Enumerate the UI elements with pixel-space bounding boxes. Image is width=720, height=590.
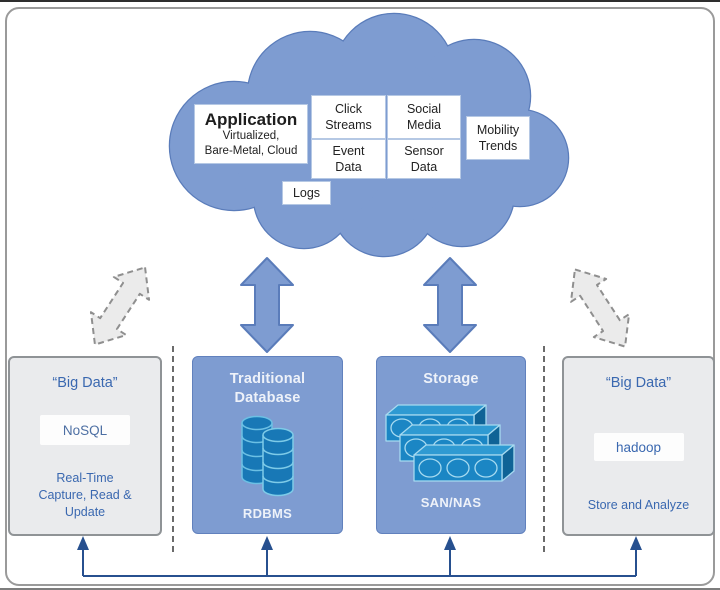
bottom-connector-arrows (77, 536, 642, 577)
updown-arrow-database-icon (240, 257, 294, 353)
top-edge-line (0, 0, 720, 2)
source-click-streams: Click Streams (311, 95, 386, 139)
storage-box: Storage (376, 356, 526, 534)
storage-array-icon (385, 403, 517, 485)
application-subtitle: Virtualized, Bare-Metal, Cloud (204, 130, 298, 157)
application-title: Application (204, 109, 298, 129)
separator-left (172, 346, 174, 552)
bigdata-hadoop-title: “Big Data” (605, 375, 672, 391)
bigdata-hadoop-caption: Store and Analyze (587, 498, 690, 512)
bigdata-nosql-caption: Real-Time Capture, Read & Update (38, 471, 132, 519)
dashed-diagonal-arrow-left-icon (89, 266, 151, 346)
diagram-frame (5, 7, 715, 586)
nosql-label: NoSQL (40, 415, 130, 445)
bigdata-hadoop-box: “Big Data” hadoop Store and Analyze (562, 356, 715, 536)
storage-caption: SAN/NAS (420, 495, 482, 510)
source-event-data: Event Data (311, 139, 386, 179)
application-box: Application Virtualized, Bare-Metal, Clo… (194, 104, 308, 164)
updown-arrow-storage-icon (423, 257, 477, 353)
separator-right (543, 346, 545, 552)
source-logs: Logs (282, 181, 331, 205)
source-mobility-trends: Mobility Trends (466, 116, 530, 160)
source-social-media: Social Media (387, 95, 461, 139)
bigdata-nosql-box: “Big Data” NoSQL Real-Time Capture, Read… (8, 356, 162, 536)
traditional-database-caption: RDBMS (242, 506, 293, 521)
hadoop-label: hadoop (593, 433, 684, 461)
source-sensor-data: Sensor Data (387, 139, 461, 179)
bigdata-nosql-title: “Big Data” (52, 375, 118, 391)
database-cylinders-icon (236, 413, 300, 497)
storage-title: Storage (423, 371, 479, 387)
bottom-edge-line (0, 588, 720, 590)
traditional-database-box: Traditional Database RDBMS (192, 356, 343, 534)
dashed-diagonal-arrow-right-icon (569, 268, 631, 348)
traditional-database-title: Traditional Database (229, 371, 306, 406)
